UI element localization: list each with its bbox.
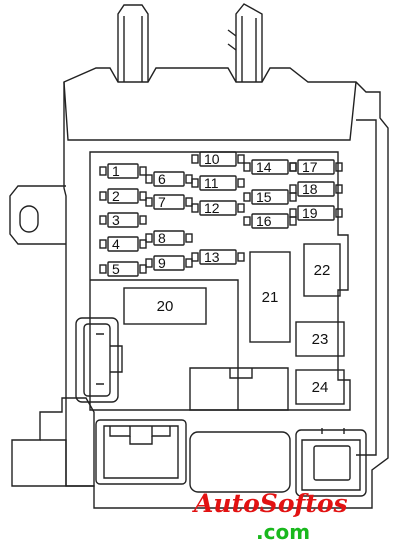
fuse-4: 4	[99, 236, 147, 252]
fuse-8-label: 8	[158, 230, 166, 246]
fuse-10: 10	[191, 151, 245, 167]
fuse-13-label: 13	[204, 249, 220, 265]
watermark-line-2: .com	[256, 520, 310, 544]
fuse-17-label: 17	[302, 159, 318, 175]
fuse-15: 15	[243, 189, 297, 205]
fuse-18: 18	[289, 181, 343, 197]
fuse-15-label: 15	[256, 189, 272, 205]
fuse-panel-step	[90, 279, 239, 410]
fuse-19: 19	[289, 205, 343, 221]
fuse-12-label: 12	[204, 200, 220, 216]
fuse-8: 8	[145, 230, 193, 246]
fuse-3-label: 3	[112, 212, 120, 228]
fuse-19-label: 19	[302, 205, 318, 221]
fuse-7: 7	[145, 194, 193, 210]
relay-23: 23	[295, 321, 345, 357]
fuse-1: 1	[99, 163, 147, 179]
fuse-9: 9	[145, 255, 193, 271]
left-connector	[75, 317, 123, 403]
relay-24-label: 24	[312, 379, 329, 396]
fuse-5-label: 5	[112, 261, 120, 277]
relay-22: 22	[303, 243, 341, 297]
relay-20: 20	[123, 287, 207, 325]
fuse-4-label: 4	[112, 236, 120, 252]
side-rail	[356, 119, 377, 456]
relay-21: 21	[249, 251, 291, 343]
fuse-14: 14	[243, 159, 297, 175]
relay-22-label: 22	[314, 262, 331, 279]
relay-20-label: 20	[157, 298, 174, 315]
fuse-7-label: 7	[158, 194, 166, 210]
fuse-17: 17	[289, 159, 343, 175]
fuse-16: 16	[243, 213, 297, 229]
bottom-left-bracket	[11, 397, 95, 487]
bottom-left-connector	[95, 419, 187, 485]
relay-socket-small	[189, 367, 289, 411]
fuse-2-label: 2	[112, 188, 120, 204]
fuse-11-label: 11	[204, 175, 219, 191]
bottom-middle-connector	[189, 431, 291, 493]
relay-21-label: 21	[262, 289, 279, 306]
fuse-13: 13	[191, 249, 245, 265]
fuse-6-label: 6	[158, 171, 166, 187]
bottom-right-connector	[295, 428, 367, 497]
fuse-5: 5	[99, 261, 147, 277]
left-mounting-tab	[9, 185, 66, 245]
fuse-18-label: 18	[302, 181, 318, 197]
relay-23-label: 23	[312, 331, 329, 348]
fuse-2: 2	[99, 188, 147, 204]
top-mounting-clips	[117, 3, 263, 82]
fuse-11: 11	[191, 175, 245, 191]
fuse-16-label: 16	[256, 213, 272, 229]
fuse-12: 12	[191, 200, 245, 216]
fuse-9-label: 9	[158, 255, 166, 271]
watermark-line-1: AutoSoftos	[192, 489, 348, 518]
fuse-1-label: 1	[112, 163, 120, 179]
fuse-3: 3	[99, 212, 147, 228]
housing-inner-ledge	[63, 81, 357, 141]
fuse-14-label: 14	[256, 159, 272, 175]
fuse-6: 6	[145, 171, 193, 187]
fuse-10-label: 10	[204, 151, 220, 167]
housing-outline	[63, 67, 389, 509]
relay-24: 24	[295, 369, 345, 405]
